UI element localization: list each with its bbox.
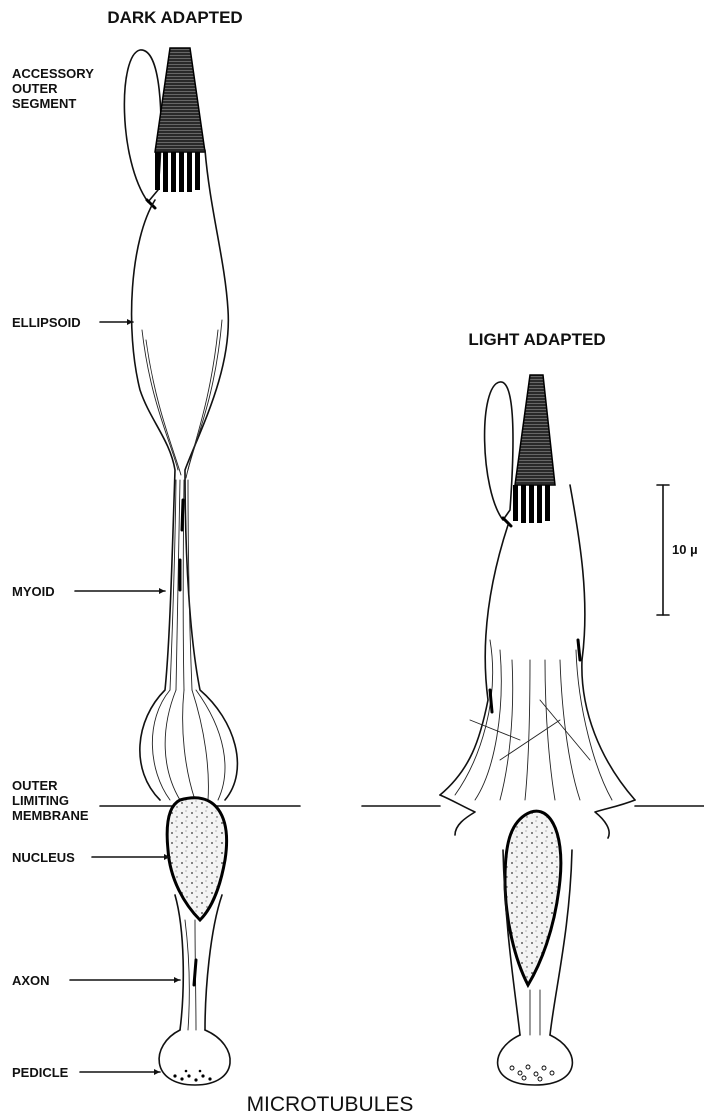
label-axon: AXON	[12, 973, 50, 988]
light-calycal-processes	[513, 485, 550, 523]
label-accessory-line-3: SEGMENT	[12, 96, 76, 111]
label-nucleus: NUCLEUS	[12, 850, 75, 865]
dark-adapted-heading: DARK ADAPTED	[107, 8, 242, 27]
label-myoid: MYOID	[12, 584, 55, 599]
dark-calycal-processes	[155, 152, 200, 192]
light-connecting-cilium	[503, 518, 511, 526]
scale-bar: 10 µ	[657, 485, 698, 615]
dark-inner-segment-outline	[132, 150, 238, 800]
label-accessory-line-2: OUTER	[12, 81, 58, 96]
label-ellipsoid: ELLIPSOID	[12, 315, 81, 330]
light-outer-segment	[515, 375, 555, 485]
light-inner-segment-outline	[440, 485, 635, 800]
dark-pedicle	[159, 1030, 230, 1085]
light-pedicle-vesicles	[510, 1065, 554, 1081]
label-olm-line-2: LIMITING	[12, 793, 69, 808]
light-nucleus	[505, 811, 561, 985]
dark-outer-segment	[155, 48, 205, 152]
label-pedicle: PEDICLE	[12, 1065, 69, 1080]
dark-adapted-cone	[100, 48, 300, 1085]
label-olm-line-3: MEMBRANE	[12, 808, 89, 823]
light-accessory-outer-segment	[485, 382, 513, 520]
dark-microtubules	[142, 320, 225, 800]
light-pedicle	[498, 1035, 573, 1085]
scale-bar-label: 10 µ	[672, 542, 698, 557]
dark-pedicle-vesicles	[173, 1070, 211, 1082]
footer-title: MICROTUBULES	[247, 1093, 414, 1116]
light-microtubules	[455, 640, 612, 800]
label-accessory-line-1: ACCESSORY	[12, 66, 94, 81]
label-olm-line-1: OUTER	[12, 778, 58, 793]
light-adapted-cone	[362, 375, 704, 1085]
light-adapted-heading: LIGHT ADAPTED	[468, 330, 605, 349]
